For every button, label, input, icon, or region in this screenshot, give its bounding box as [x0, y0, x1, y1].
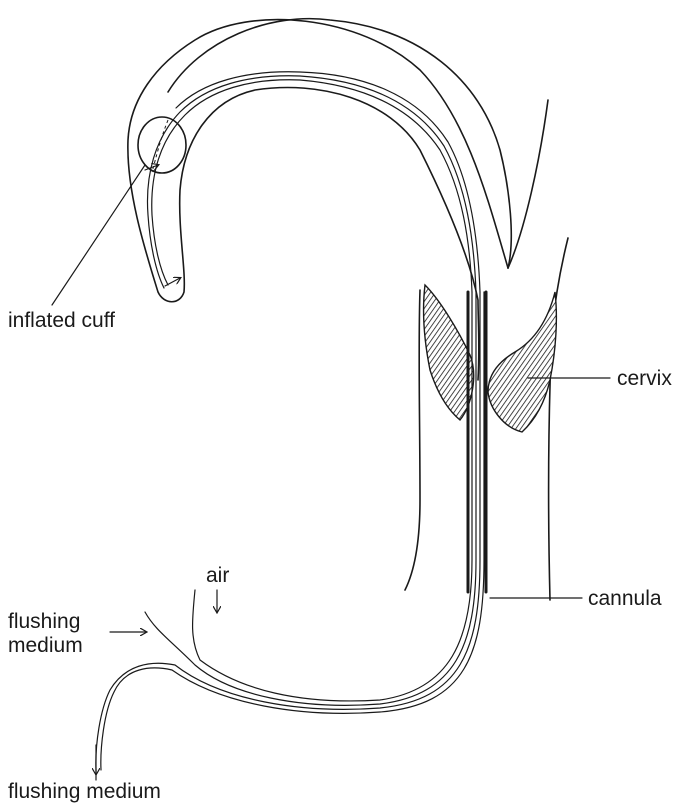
label-cannula: cannula	[588, 587, 662, 610]
label-flushing-medium-in-2: medium	[8, 634, 83, 657]
cervix-left-fold	[424, 285, 474, 420]
catheter-horn-tube-2	[147, 76, 476, 292]
cervix-right-fold	[488, 292, 556, 432]
uterine-horn-outer-curve	[168, 19, 511, 268]
vagina-left-wall	[405, 290, 420, 590]
label-air: air	[206, 564, 229, 587]
cuff-dashed-tube	[152, 120, 168, 172]
uterine-body-right-upper	[508, 100, 548, 268]
flow-arrow-horn-tip	[165, 278, 180, 286]
catheter-horn-tube-1	[152, 80, 472, 292]
inflated-cuff-leader	[52, 165, 145, 305]
label-flushing-medium-out: flushing medium	[8, 780, 161, 803]
catheter-tube-3	[96, 292, 480, 770]
catheter-tube-4	[101, 292, 484, 770]
label-flushing-medium-in-1: flushing	[8, 610, 80, 633]
label-inflated-cuff: inflated cuff	[8, 309, 115, 332]
vagina-right-wall	[549, 238, 568, 600]
label-cervix: cervix	[617, 367, 672, 390]
